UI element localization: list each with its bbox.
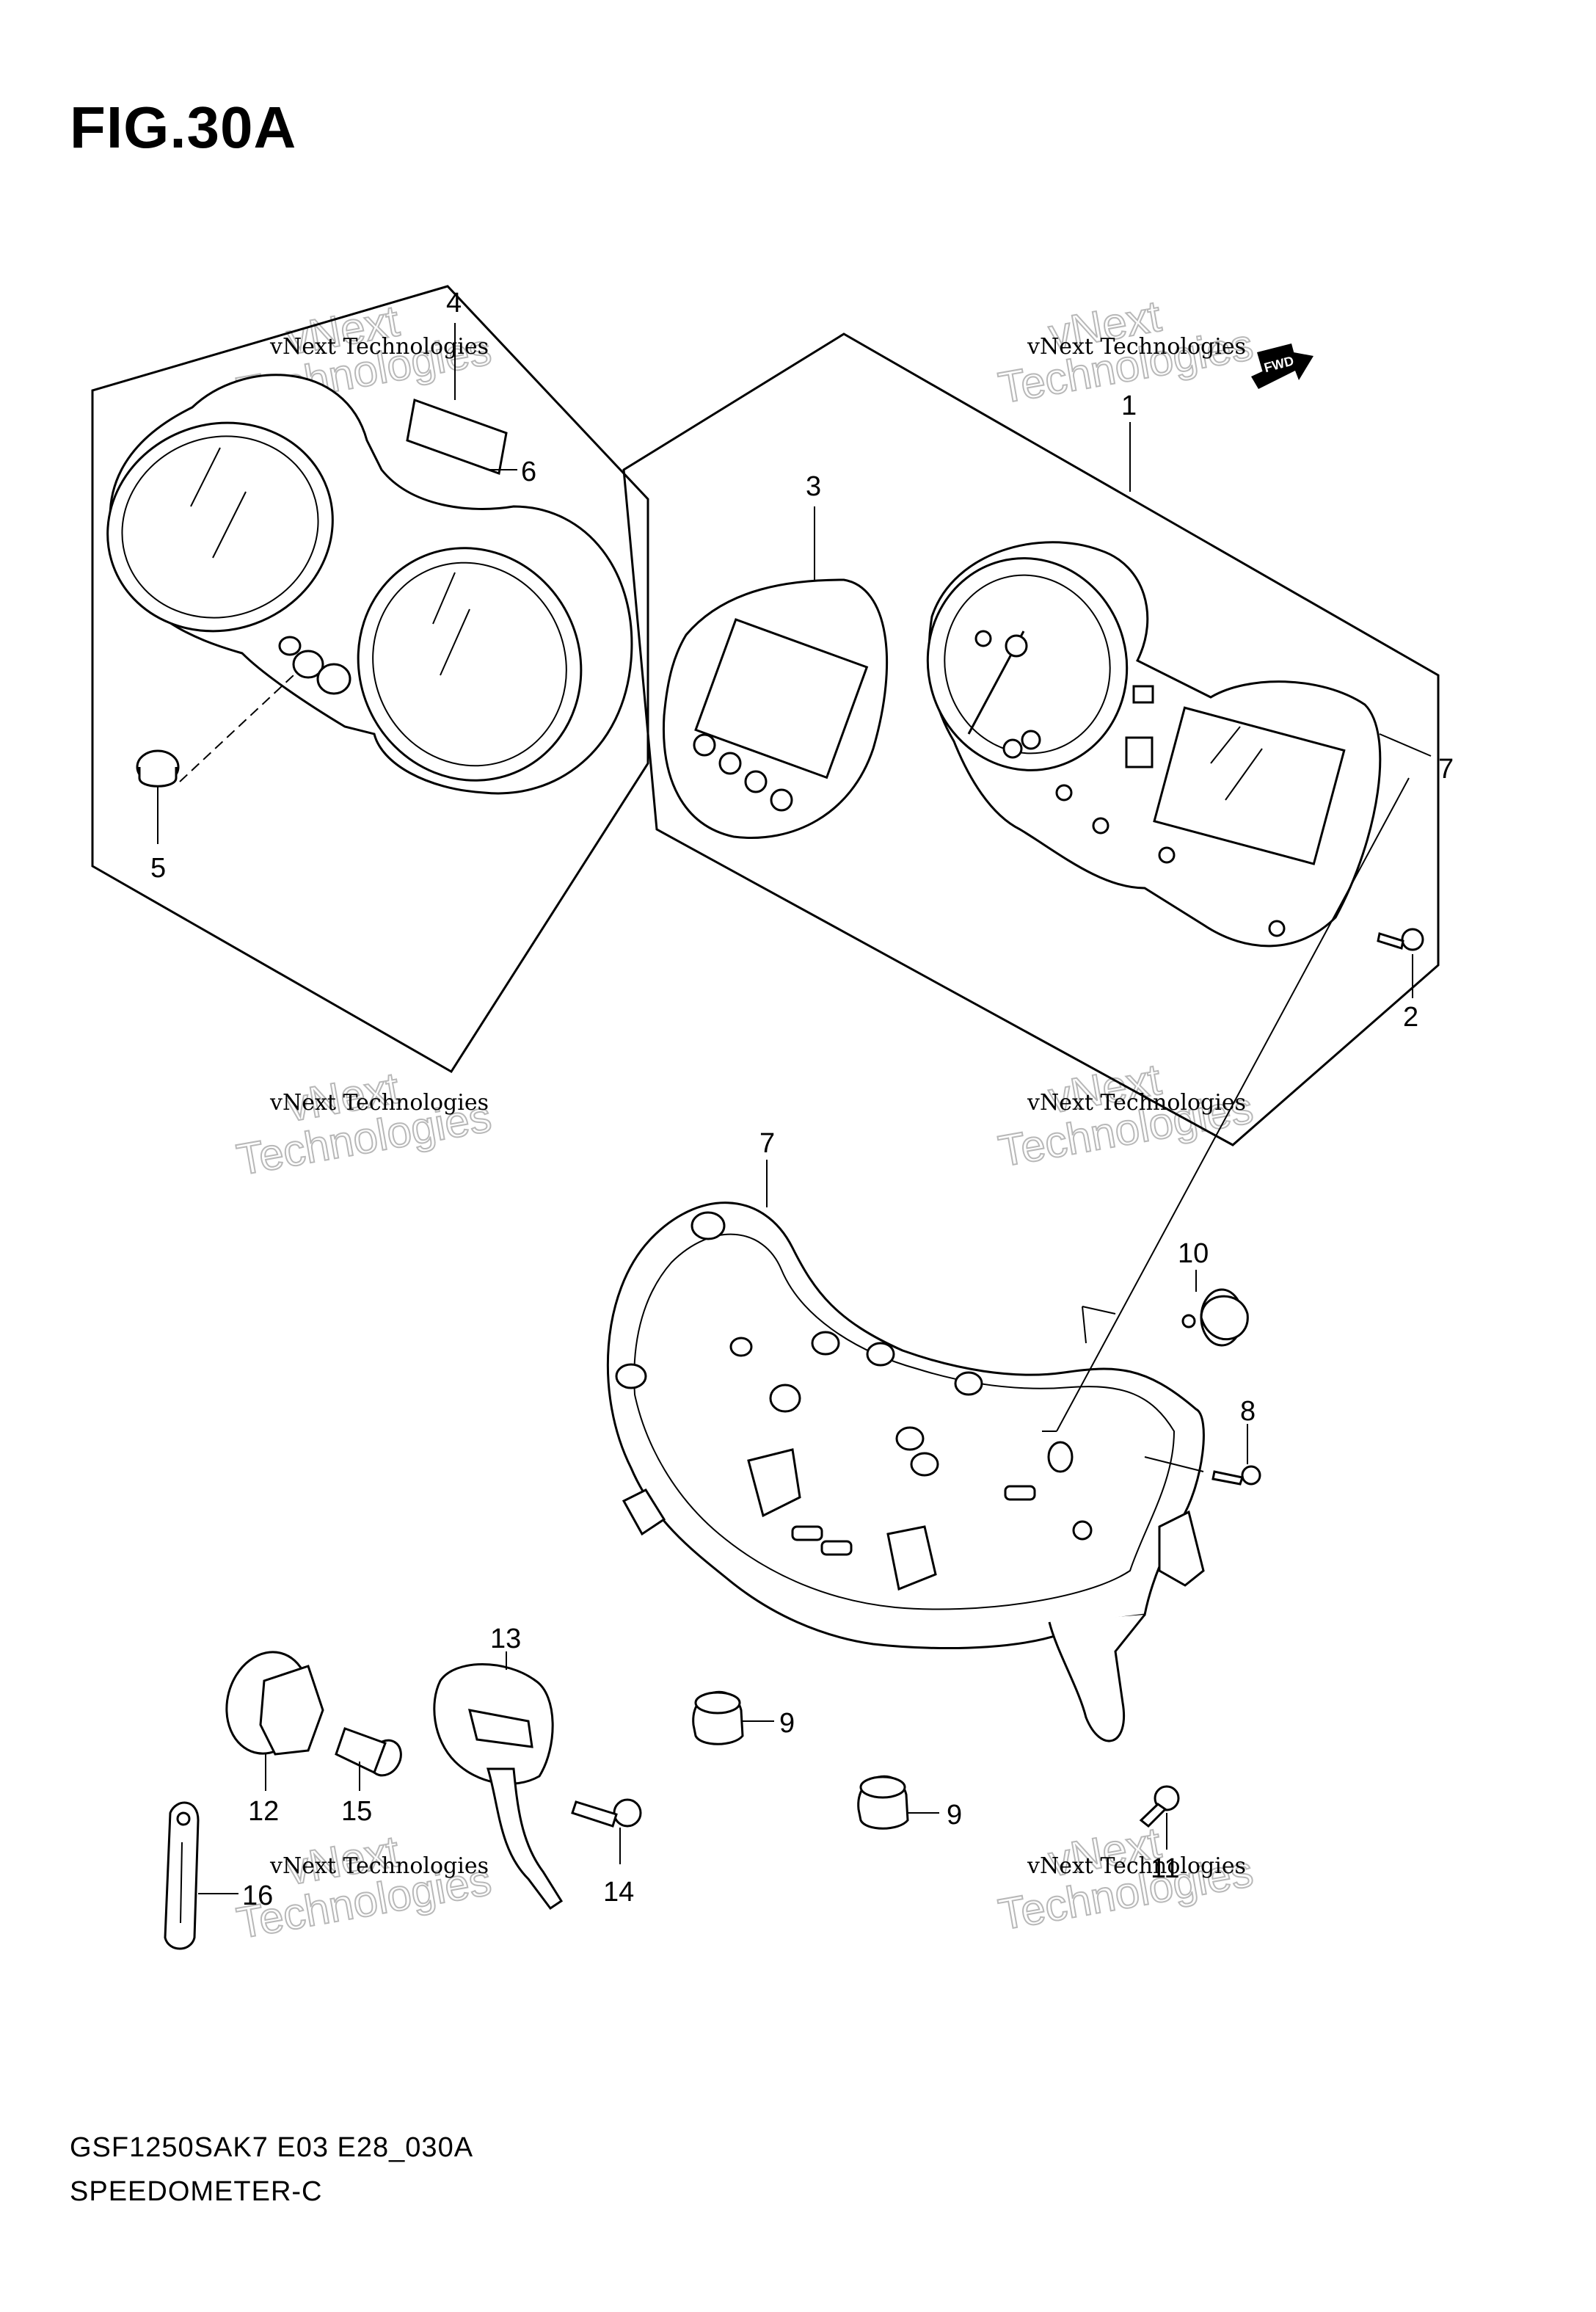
callouts: 1 2 3 4 5 6 7 7 8 9 9 10 11 12 13 14 15 … xyxy=(150,288,1454,1911)
callout-2: 2 xyxy=(1403,1002,1418,1033)
bulb xyxy=(335,1727,402,1777)
meter-cover xyxy=(106,374,633,795)
callout-14: 14 xyxy=(603,1877,634,1908)
callout-13: 13 xyxy=(490,1624,521,1654)
speedometer-lens xyxy=(357,547,583,782)
figure-name: SPEEDOMETER-C xyxy=(70,2176,323,2207)
screw xyxy=(1139,1785,1180,1828)
grommet xyxy=(136,749,180,788)
screw xyxy=(1211,1465,1261,1486)
label-panel xyxy=(406,398,508,476)
fwd-arrow: FWD xyxy=(1251,343,1313,389)
callout-8: 8 xyxy=(1240,1396,1256,1427)
meter-assy-group xyxy=(622,332,1440,1146)
cover-kit-frame xyxy=(91,285,649,1074)
bulb-socket xyxy=(225,1651,324,1756)
cap xyxy=(857,1775,909,1830)
sensor-assembly xyxy=(433,1663,564,1911)
callout-4: 4 xyxy=(446,288,462,319)
figure-code: GSF1250SAK7 E03 E28_030A xyxy=(70,2132,474,2163)
watermark-small: vNext Technologies xyxy=(1027,334,1246,360)
cap xyxy=(692,1690,744,1745)
leader-line xyxy=(179,675,294,782)
callout-11: 11 xyxy=(1151,1853,1179,1884)
meter-assy-frame xyxy=(622,332,1440,1146)
screw xyxy=(571,1798,642,1828)
callout-7-upper: 7 xyxy=(1438,754,1454,785)
meter-case-lower xyxy=(606,1202,1205,1742)
clamp xyxy=(164,1801,200,1950)
callout-9-upper: 9 xyxy=(779,1708,795,1739)
cover-kit-group xyxy=(91,285,649,1074)
callout-5: 5 xyxy=(150,853,166,884)
watermark-small: vNext Technologies xyxy=(269,1853,489,1879)
callout-9-lower: 9 xyxy=(947,1800,962,1831)
meter-unit xyxy=(926,541,1382,948)
cushion xyxy=(1181,1288,1249,1347)
callout-3: 3 xyxy=(806,471,821,502)
callout-10: 10 xyxy=(1178,1238,1209,1269)
leader-lines xyxy=(157,323,1432,1894)
display-bezel xyxy=(662,578,889,839)
watermark-small: vNext Technologies xyxy=(269,1090,489,1116)
screw xyxy=(1377,928,1424,951)
callout-1: 1 xyxy=(1121,390,1137,421)
callout-6: 6 xyxy=(521,457,536,487)
watermark-bottom-left: vNext Technologies xyxy=(233,1825,496,1949)
callout-16: 16 xyxy=(242,1880,273,1911)
watermark-small: vNext Technologies xyxy=(269,334,489,360)
watermark-small: vNext Technologies xyxy=(1027,1853,1246,1879)
watermark-small: vNext Technologies xyxy=(1027,1090,1246,1116)
lcd-display xyxy=(1153,706,1346,865)
figure-title: FIG.30A xyxy=(70,95,297,160)
callout-15: 15 xyxy=(341,1796,372,1827)
callout-7-lower: 7 xyxy=(759,1128,775,1159)
tachometer-lens xyxy=(106,421,334,633)
callout-12: 12 xyxy=(248,1796,279,1827)
